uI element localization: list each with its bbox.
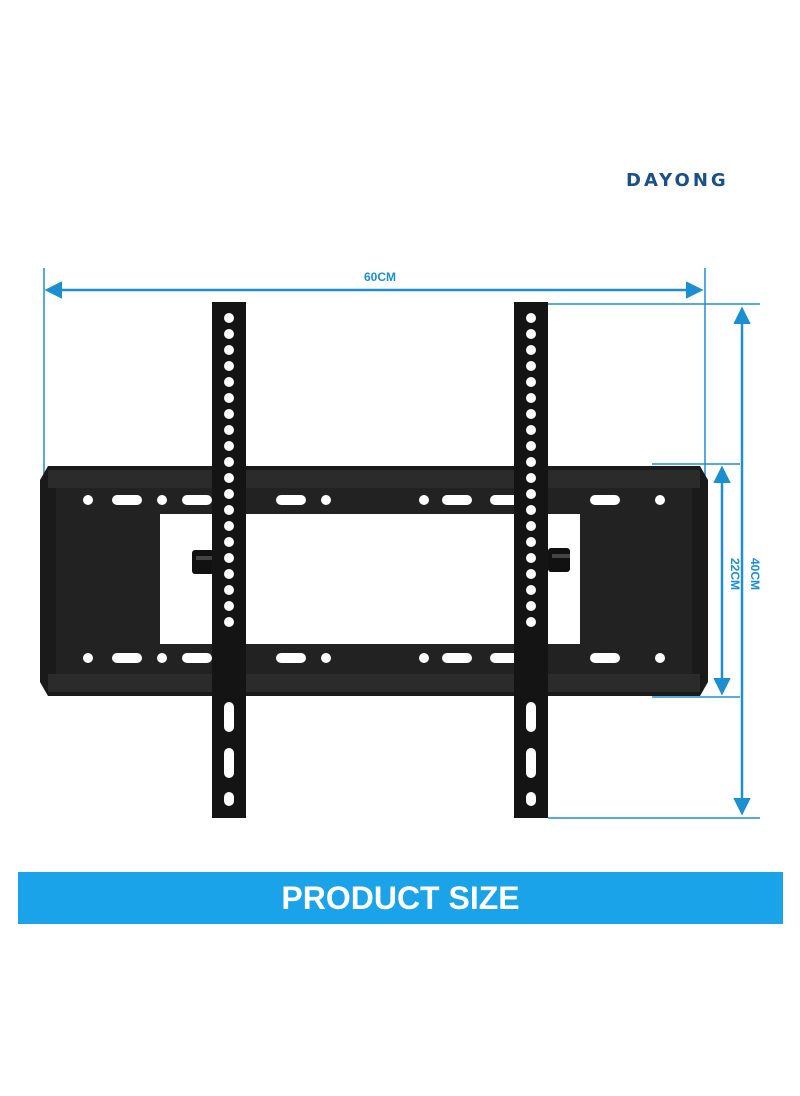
width-label: 60CM [364, 270, 397, 284]
tilt-knob-right [548, 548, 570, 572]
inner-height-label: 22CM [728, 558, 742, 591]
brand-logo: DAYONG [626, 170, 729, 191]
product-size-banner: PRODUCT SIZE [18, 872, 783, 924]
banner-text: PRODUCT SIZE [281, 879, 520, 916]
height-dimension [548, 303, 760, 819]
inner-height-dimension [652, 463, 740, 698]
vertical-arm-right [514, 302, 548, 818]
tilt-knob-left [192, 550, 214, 574]
wall-plate [40, 466, 708, 696]
vertical-arm-left [212, 302, 246, 818]
height-label: 40CM [748, 558, 762, 591]
